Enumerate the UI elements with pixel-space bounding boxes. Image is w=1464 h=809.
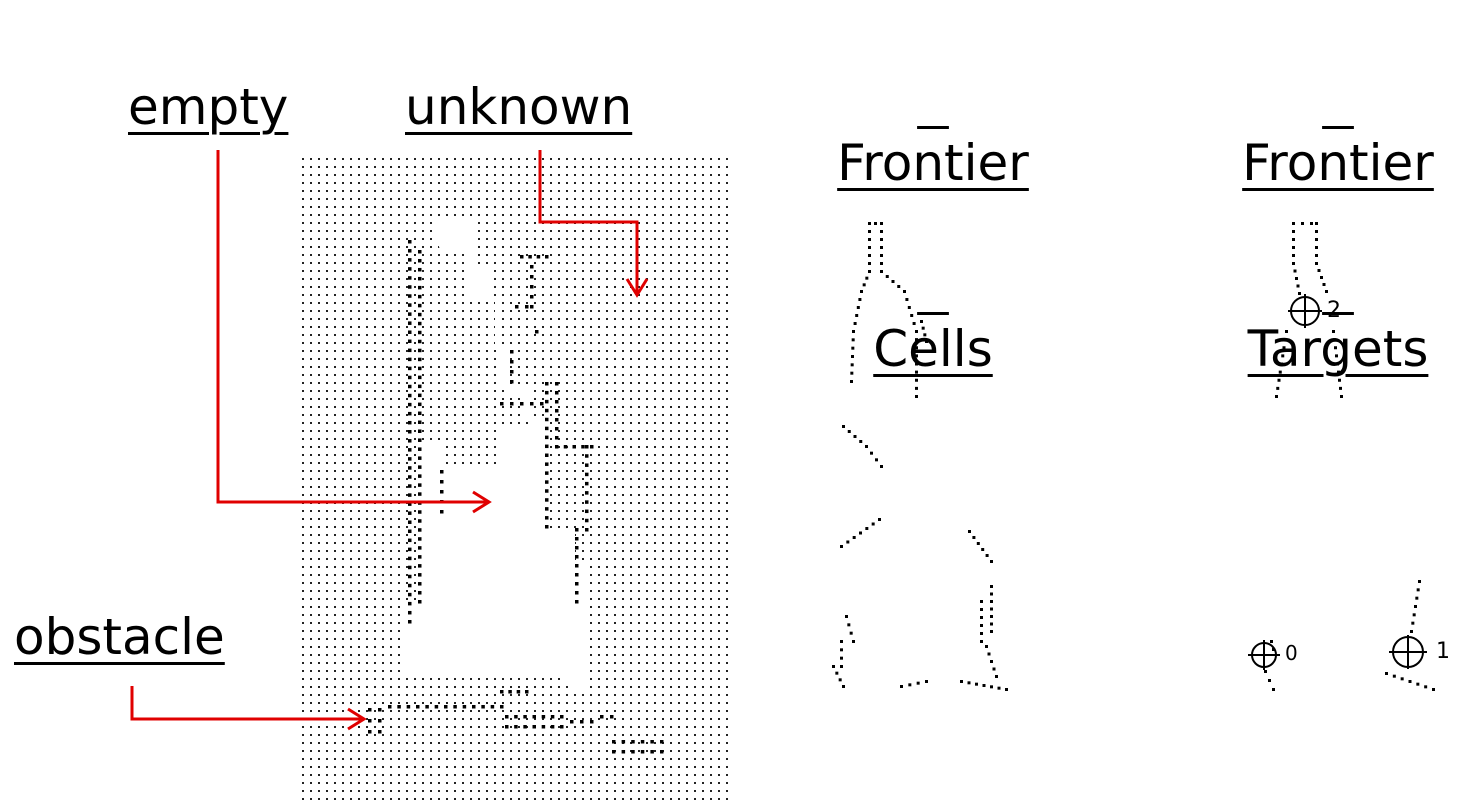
frontier-targets-heading-line2: Targets <box>1247 320 1429 378</box>
obstacle-arrowhead <box>347 707 367 731</box>
frontier-cells-heading-line1: Frontier <box>837 134 1029 192</box>
unknown-label: unknown <box>405 78 633 136</box>
frontier-cells-heading: Frontier Cells <box>808 8 1058 442</box>
frontier-targets-heading-line1: Frontier <box>1242 134 1434 192</box>
empty-label: empty <box>128 78 289 136</box>
target-marker-1 <box>1389 635 1427 669</box>
target-marker-2 <box>1288 294 1322 328</box>
frontier-cells-heading-line2: Cells <box>873 320 993 378</box>
unknown-arrow <box>538 150 639 293</box>
frontier-cells <box>832 222 1008 691</box>
frontier-targets-heading: Frontier Targets <box>1218 8 1458 442</box>
target-id-0: 0 <box>1285 641 1298 665</box>
obstacle-arrow <box>130 686 362 721</box>
occupancy-grid-empty-region <box>405 222 590 690</box>
unknown-arrowhead <box>625 278 649 298</box>
target-id-1: 1 <box>1436 639 1450 664</box>
target-id-2: 2 <box>1327 298 1341 323</box>
callout-arrows <box>130 150 649 731</box>
frontier-target-cells <box>1264 222 1435 691</box>
target-marker-0 <box>1248 640 1280 670</box>
obstacle-label: obstacle <box>14 608 225 666</box>
obstacle-cells <box>368 240 664 754</box>
empty-arrowhead <box>472 490 492 514</box>
empty-arrow <box>216 150 487 504</box>
